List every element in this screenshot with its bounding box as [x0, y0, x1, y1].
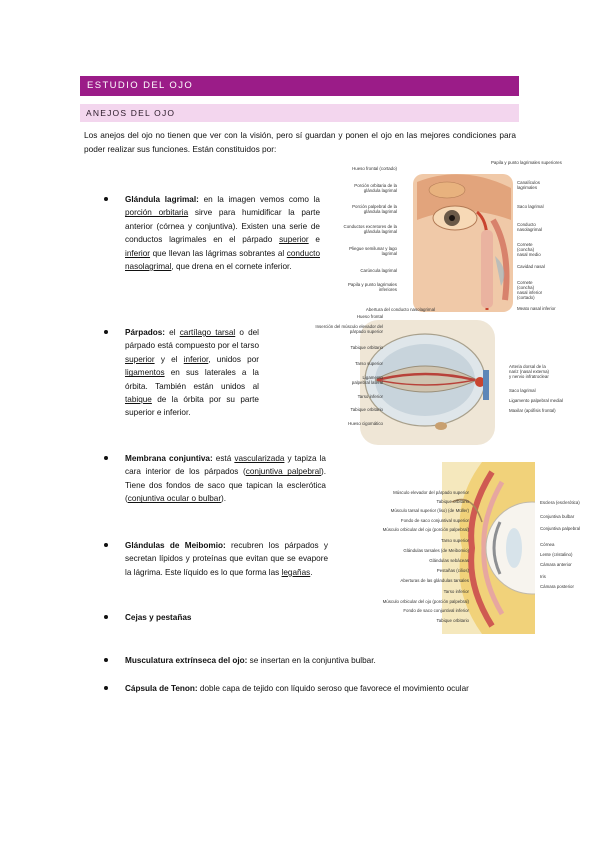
bullet-dot	[104, 543, 108, 547]
fig3-right-label: Córnea	[540, 542, 555, 547]
bullet-dot	[104, 330, 108, 334]
fig1-left-label: Porción orbitaria de la glándula lagrima…	[354, 183, 397, 193]
fig3-left-label: Músculo orbicular del ojo (porción palpe…	[382, 527, 469, 532]
bullet-text: Musculatura extrínseca del ojo: se inser…	[125, 656, 376, 665]
bullet-text: Cejas y pestañas	[125, 613, 192, 622]
fig1-right-label: Conducto nasolagrimal	[517, 222, 542, 232]
fig3-right-label: Cámara posterior	[540, 584, 574, 589]
fig1-left-label: Abertura del conducto nasolagrimal	[365, 307, 435, 312]
fig2-left-label: Tabique orbitario	[350, 407, 383, 412]
fig1-right-label: Meato nasal inferior	[517, 306, 556, 311]
lacrimal-illustration	[413, 174, 513, 312]
fig3-right-label: Lente (cristalino)	[540, 552, 573, 557]
bullet-dot	[104, 686, 108, 690]
bullet-text: Párpados: el cartílago tarsal o del párp…	[125, 328, 259, 418]
fig2-left-label: Hueso frontal	[356, 314, 383, 319]
fig3-left-label: Tabique orbitario	[436, 499, 469, 504]
fig2-right-label: Ligamento palpebral medial	[509, 398, 563, 403]
fig3-left-label: Fondo de saco conjuntival superior	[400, 518, 469, 523]
fig3-left-label: Tarso inferior	[443, 589, 469, 594]
fig1-left-label: Carúncula lagrimal	[360, 268, 397, 273]
fig2-left-label: Tarso inferior	[357, 394, 383, 399]
fig1-left-label: Porción palpebral de la glándula lagrima…	[352, 204, 397, 214]
fig3-left-label: Músculo elevador del párpado superior	[393, 490, 469, 495]
fig3-left-label: Glándulas sebáceas	[429, 558, 469, 563]
fig1-right-label: Cornete (concha) nasal inferior (cortado…	[517, 280, 543, 300]
fig1-right-label: Cavidad nasal	[517, 264, 545, 269]
intro-paragraph: Los anejos del ojo no tienen que ver con…	[84, 130, 516, 154]
bullet-text: Glándula lagrimal: en la imagen vemos co…	[125, 195, 320, 272]
fig3-left-label: Pestañas (cilios)	[436, 568, 469, 573]
fig1-left-label: Papila y punto lagrimales inferiores	[347, 282, 397, 292]
bullet-glandula-lagrimal: Glándula lagrimal: en la imagen vemos co…	[104, 193, 320, 273]
fig2-right-label: Arteria dorsal de la nariz (nasal extern…	[509, 364, 550, 379]
fig3-left-label: Glándulas tarsales (de Meibomio)	[403, 548, 469, 553]
bullet-dot	[104, 197, 108, 201]
subsection-title-banner: ANEJOS DEL OJO	[80, 104, 519, 122]
fig3-left-label: Aberturas de las glándulas tarsales	[400, 578, 469, 583]
section-title-banner: ESTUDIO DEL OJO	[80, 76, 519, 96]
figure-lacrimal-apparatus: Hueso frontal (cortado) Porción orbitari…	[335, 160, 562, 315]
fig3-right-label: Cámara anterior	[540, 562, 572, 567]
fig2-right-label: Maxilar (apófisis frontal)	[509, 408, 556, 413]
fig1-left-label: Conductos excretores de la glándula lagr…	[343, 224, 397, 234]
eyelid-illustration	[360, 320, 495, 445]
figure-sagittal-section: Músculo elevador del párpado superior Ta…	[332, 462, 580, 634]
bullet-text: Glándulas de Meibomio: recubren los párp…	[125, 541, 328, 577]
bullet-dot	[104, 615, 108, 619]
fig3-left-label: Fondo de saco conjuntival inferior	[403, 608, 469, 613]
fig2-right-label: Saco lagrimal	[509, 388, 536, 393]
fig1-left-label: Pliegue semilunar y lago lagrimal	[349, 246, 397, 256]
fig1-top-label: Papila y punto lagrimales superiores	[491, 160, 562, 165]
fig3-right-label: Esclera (esclerótica)	[540, 500, 580, 505]
fig2-left-label: Hueso cigomático	[348, 421, 383, 426]
fig3-left-label: Tabique orbitario	[436, 618, 469, 623]
sagittal-illustration	[442, 462, 579, 634]
subsection-title: ANEJOS DEL OJO	[86, 108, 176, 118]
fig3-left-label: Tarso superior	[441, 538, 469, 543]
fig2-left-label: Tabique orbitario	[350, 345, 383, 350]
bullet-text: Membrana conjuntiva: está vascularizada …	[125, 454, 326, 504]
fig2-left-label: Ligamento palpebral lateral	[351, 375, 383, 385]
figure-eyelids: Hueso frontal Inserción del músculo elev…	[265, 312, 563, 447]
section-title: ESTUDIO DEL OJO	[87, 80, 194, 91]
bullet-dot	[104, 658, 108, 662]
fig1-left-label: Hueso frontal (cortado)	[352, 166, 397, 171]
bullet-capsula-tenon: Cápsula de Tenon: doble capa de tejido c…	[104, 682, 524, 695]
fig3-right-label: Iris	[540, 574, 546, 579]
bullet-text: Cápsula de Tenon: doble capa de tejido c…	[125, 684, 469, 693]
bullet-dot	[104, 456, 108, 460]
fig1-right-label: Cornete (concha) nasal medio	[517, 242, 541, 257]
bullet-membrana-conjuntiva: Membrana conjuntiva: está vascularizada …	[104, 452, 326, 506]
bullet-musculatura: Musculatura extrínseca del ojo: se inser…	[104, 654, 514, 667]
bullet-cejas-pestanas: Cejas y pestañas	[104, 611, 328, 624]
fig2-left-label: Tarso superior	[355, 361, 383, 366]
bullet-glandulas-meibomio: Glándulas de Meibomio: recubren los párp…	[104, 539, 328, 579]
fig3-right-label: Conjuntiva palpebral	[540, 526, 581, 531]
fig3-left-label: Músculo tarsal superior (liso) (de Mülle…	[390, 508, 469, 513]
fig1-right-label: Saco lagrimal	[517, 204, 544, 209]
bullet-parpados: Párpados: el cartílago tarsal o del párp…	[104, 326, 259, 420]
fig3-right-label: Conjuntiva bulbar	[540, 514, 575, 519]
fig2-left-label: Inserción del músculo elevador del párpa…	[315, 324, 383, 334]
fig3-left-label: Músculo orbicular del ojo (porción palpe…	[382, 599, 469, 604]
fig1-right-label: Canalículos lagrimales	[517, 180, 540, 190]
